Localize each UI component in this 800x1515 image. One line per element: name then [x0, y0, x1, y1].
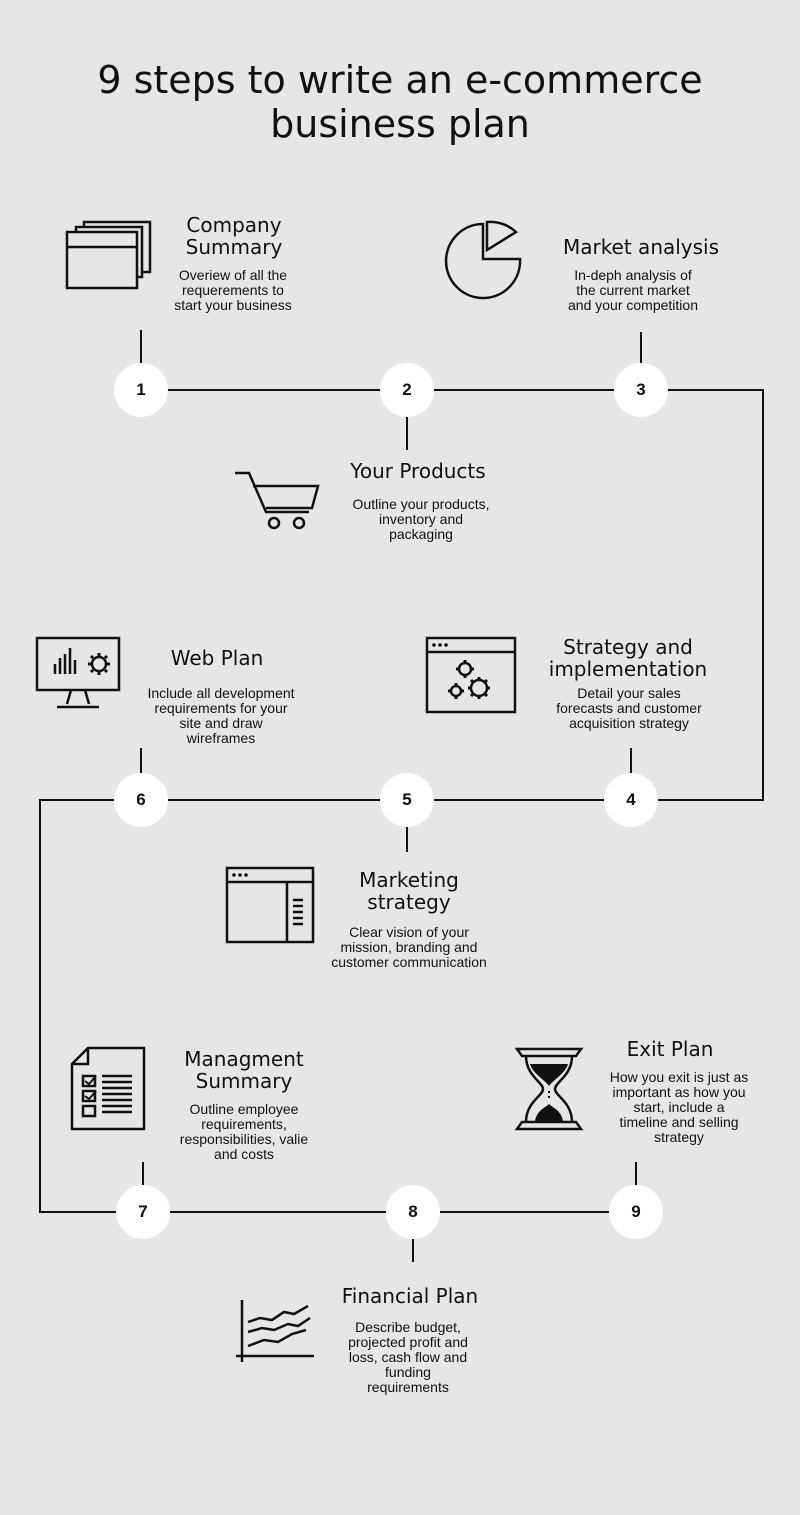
step-node-1: 1	[114, 363, 168, 417]
checklist-document-icon	[70, 1046, 146, 1131]
page-title-line-2: business plan	[270, 102, 530, 146]
browser-gears-icon	[425, 636, 517, 714]
step-1-title: Company Summary	[185, 213, 283, 259]
line-graph-icon	[236, 1300, 314, 1362]
step-4-description: Detail your sales forecasts and customer…	[556, 685, 702, 731]
step-7-description: Outline employee requirements, responsib…	[179, 1101, 309, 1162]
step-5-title: Marketing strategy	[359, 868, 459, 914]
hourglass-icon	[514, 1047, 584, 1131]
step-9-title: Exit Plan	[626, 1037, 714, 1061]
connector-left-loop	[39, 799, 143, 1213]
step-3-description: In-deph analysis of the current market a…	[568, 267, 698, 313]
step-6-title: Web Plan	[170, 646, 264, 670]
page-title-line-1: 9 steps to write an e-commerce	[97, 58, 703, 102]
browser-sidebar-icon	[225, 866, 315, 944]
step-8-title: Financial Plan	[341, 1284, 479, 1308]
step-9-description: How you exit is just as important as how…	[609, 1069, 749, 1145]
step-node-2: 2	[380, 363, 434, 417]
step-3-title: Market analysis	[562, 235, 720, 259]
shopping-cart-icon	[235, 471, 320, 530]
step-1-description: Overiew of all the requerements to start…	[174, 267, 292, 313]
step-node-5: 5	[380, 773, 434, 827]
step-node-4: 4	[604, 773, 658, 827]
step-node-6: 6	[114, 773, 168, 827]
connector-right-loop	[631, 389, 764, 801]
step-5-description: Clear vision of your mission, branding a…	[331, 924, 487, 970]
step-node-3: 3	[614, 363, 668, 417]
step-node-8: 8	[386, 1185, 440, 1239]
step-4-title: Strategy and implementation	[548, 635, 708, 681]
step-8-description: Describe budget, projected profit and lo…	[348, 1319, 468, 1395]
step-6-description: Include all development requirements for…	[147, 685, 295, 746]
page-title: 9 steps to write an e-commerce business …	[0, 58, 800, 146]
step-2-title: Your Products	[350, 459, 486, 483]
step-node-7: 7	[116, 1185, 170, 1239]
step-node-9: 9	[609, 1185, 663, 1239]
pie-chart-icon	[444, 220, 522, 300]
step-2-description: Outline your products, inventory and pac…	[352, 496, 490, 542]
step-7-title: Managment Summary	[184, 1047, 304, 1093]
browser-windows-icon	[65, 220, 152, 290]
monitor-analytics-icon	[35, 636, 121, 709]
